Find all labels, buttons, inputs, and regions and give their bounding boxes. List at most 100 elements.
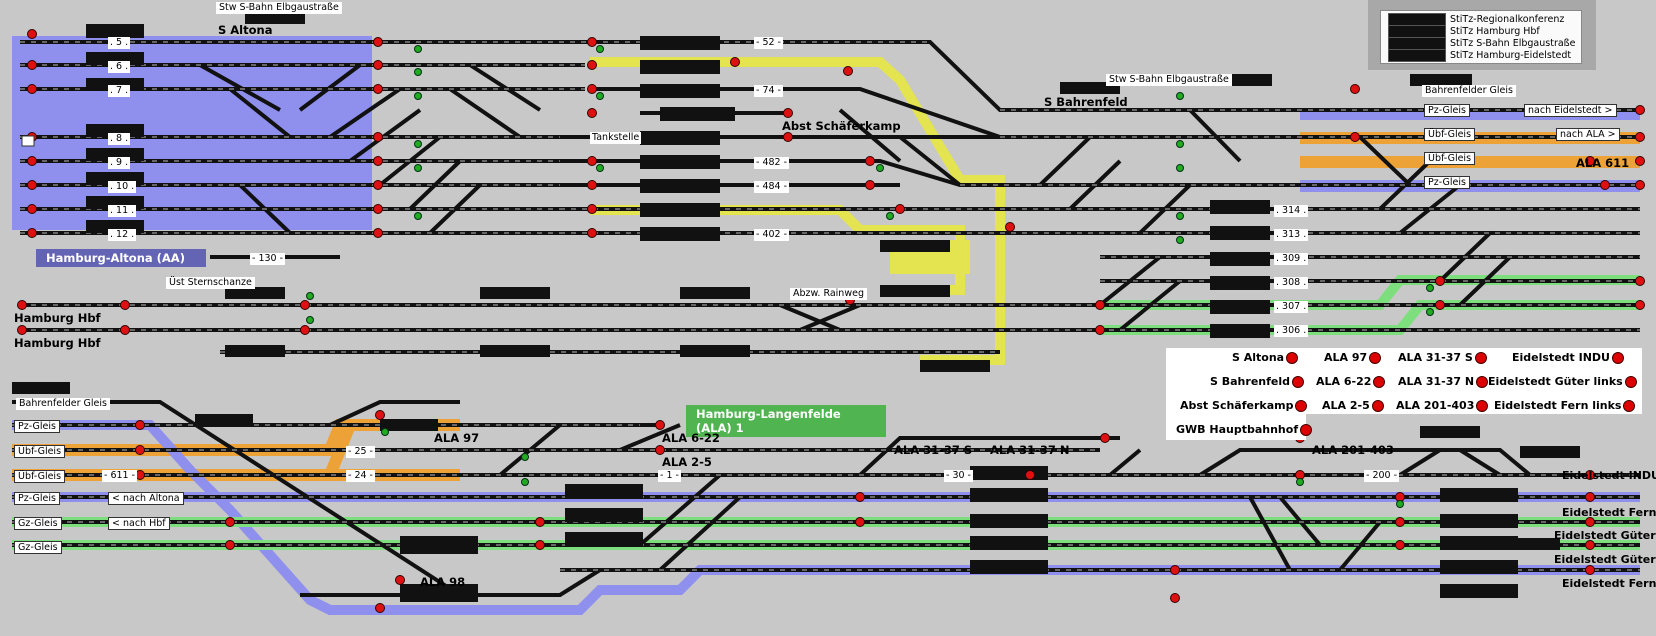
bahrenfelder-gleis-bottom: Bahrenfelder Gleis xyxy=(16,398,110,410)
control-panel-gwb xyxy=(1166,414,1306,440)
left-gleis-label: Pz-Gleis xyxy=(14,492,60,505)
right-gleis-label: Übf-Gleis xyxy=(1424,152,1476,165)
ala-31-37-s-label: ALA 31-37 S xyxy=(894,443,973,457)
legend-label: StiTz Hamburg Hbf xyxy=(1450,26,1540,37)
stw-elbgau-mid: Stw S-Bahn Elbgaustraße xyxy=(1106,74,1232,86)
ctrl-s-altona[interactable]: S Altona xyxy=(1232,351,1299,364)
right-gleis-label: Übf-Gleis xyxy=(1424,128,1476,141)
ctrl-eidelstedt-indu[interactable]: Eidelstedt INDU xyxy=(1512,351,1624,364)
track-label: . 9 . xyxy=(108,157,131,169)
legend-swatch xyxy=(1388,49,1446,62)
track-label: . 6 . xyxy=(108,61,131,73)
s-altona-label: S Altona xyxy=(218,23,273,37)
ctrl-dot xyxy=(1371,400,1384,412)
track-label: . 307 . xyxy=(1274,301,1309,313)
ala-98-label: ALA 98 xyxy=(420,575,466,589)
s-bahrenfeld-label: S Bahrenfeld xyxy=(1044,95,1128,109)
left-gleis-label: < nach Altona xyxy=(108,492,184,505)
right-gleis-label: Pz-Gleis xyxy=(1424,104,1470,117)
signals xyxy=(17,29,1645,613)
left-gleis-label: < nach Hbf xyxy=(108,517,170,530)
hamburg-hbf-label-2: Hamburg Hbf xyxy=(14,336,101,350)
track-label: . 12 . xyxy=(108,229,137,241)
ctrl-abst-schaeferkamp[interactable]: Abst Schäferkamp xyxy=(1180,399,1308,412)
ala-31-37-n-label: ALA 31-37 N xyxy=(990,443,1070,457)
altona-left-labels xyxy=(21,135,35,147)
dest-eidelstedt-gueter-1: Eidelstedt Güter xyxy=(1554,529,1656,542)
ctrl-dot xyxy=(1373,376,1386,388)
right-gleis-label: nach ALA > xyxy=(1556,128,1620,141)
ctrl-s-bahrenfeld[interactable]: S Bahrenfeld xyxy=(1210,375,1304,388)
track-label: . 5 . xyxy=(108,37,131,49)
track-label: - 52 - xyxy=(754,37,783,49)
ala-201-403-label: ALA 201-403 xyxy=(1312,443,1394,457)
dest-eidelstedt-fern-1: Eidelstedt Fern xyxy=(1562,506,1656,519)
track-label: - 74 - xyxy=(754,85,783,97)
signals-green xyxy=(306,45,1434,508)
tankstelle-label: Tankstelle xyxy=(590,132,642,144)
right-gleis-label: nach Eidelstedt > xyxy=(1524,104,1617,117)
track-label: - 402 - xyxy=(754,229,790,241)
ctrl-ala-6-22[interactable]: ALA 6-22 xyxy=(1316,375,1386,388)
track-label: . 309 . xyxy=(1274,253,1309,265)
left-gleis-label: Pz-Gleis xyxy=(14,420,60,433)
ctrl-eidelstedt-fern-links[interactable]: Eidelstedt Fern links xyxy=(1494,399,1636,412)
hamburg-hbf-label-1: Hamburg Hbf xyxy=(14,311,101,325)
stw-elbgau-top: Stw S-Bahn Elbgaustraße xyxy=(216,2,342,14)
track-label: . 7 . xyxy=(108,85,131,97)
track-label: - 24 - xyxy=(346,470,375,482)
abst-schaeferkamp-label: Abst Schäferkamp xyxy=(782,119,901,133)
ctrl-dot xyxy=(1292,376,1304,388)
track-label: - 482 - xyxy=(754,157,790,169)
ctrl-dot xyxy=(1624,376,1637,388)
ctrl-ala-201-403[interactable]: ALA 201-403 xyxy=(1396,399,1489,412)
track-label: - 130 - xyxy=(250,253,286,265)
track-label: . 11 . xyxy=(108,205,137,217)
track-label: - 30 - xyxy=(944,470,973,482)
legend-item[interactable]: StiTz Hamburg-Eidelstedt xyxy=(1388,49,1571,62)
track-label: - 611 - xyxy=(102,470,138,482)
track-label: - 200 - xyxy=(1364,470,1400,482)
ctrl-ala-31-37-n[interactable]: ALA 31-37 N xyxy=(1398,375,1489,388)
ctrl-dot xyxy=(1369,352,1382,364)
dest-eidelstedt-indu: Eidelstedt INDU xyxy=(1562,469,1656,482)
ctrl-dot xyxy=(1623,400,1636,412)
left-gleis-label: Gz-Gleis xyxy=(14,541,62,554)
left-gleis-label: Übf-Gleis xyxy=(14,445,66,458)
abzw-rainweg-label: Abzw. Rainweg xyxy=(790,288,867,300)
track-label: - 1 - xyxy=(658,470,681,482)
left-gleis-label: Übf-Gleis xyxy=(14,470,66,483)
ctrl-dot xyxy=(1286,352,1299,364)
legend-label: StiTz Hamburg-Eidelstedt xyxy=(1450,50,1572,61)
ctrl-dot xyxy=(1300,424,1313,436)
station-box-altona[interactable]: Hamburg-Altona (AA) xyxy=(36,249,206,267)
legend-label: StiTz-Regionalkonferenz xyxy=(1450,14,1565,25)
track-label: . 313 . xyxy=(1274,229,1309,241)
left-gleis-label: Gz-Gleis xyxy=(14,517,62,530)
ctrl-dot xyxy=(1611,352,1624,364)
track-label: . 314 . xyxy=(1274,205,1309,217)
legend-item[interactable]: StiTz S-Bahn Elbgaustraße xyxy=(1388,37,1576,50)
track-label: - 25 - xyxy=(346,446,375,458)
ala-97-label: ALA 97 xyxy=(434,431,480,445)
track-label: . 8 . xyxy=(108,133,131,145)
ctrl-gwb-hauptbahnhof[interactable]: GWB Hauptbahnhof xyxy=(1176,423,1313,436)
ctrl-ala-97[interactable]: ALA 97 xyxy=(1324,351,1382,364)
ctrl-dot xyxy=(1476,376,1489,388)
ctrl-ala-31-37-s[interactable]: ALA 31-37 S xyxy=(1398,351,1487,364)
ctrl-dot xyxy=(1476,400,1489,412)
ala-611-label: ALA 611 xyxy=(1576,156,1630,170)
dest-eidelstedt-fern-2: Eidelstedt Fern xyxy=(1562,577,1656,590)
legend-label: StiTz S-Bahn Elbgaustraße xyxy=(1450,38,1576,49)
ctrl-dot xyxy=(1474,352,1487,364)
ala-2-5-label: ALA 2-5 xyxy=(662,455,712,469)
ala-6-22-label: ALA 6-22 xyxy=(662,431,720,445)
station-box-langenfelde[interactable]: Hamburg-Langenfelde (ALA) 1 xyxy=(686,405,886,437)
control-panel xyxy=(1166,348,1642,414)
ctrl-ala-2-5[interactable]: ALA 2-5 xyxy=(1322,399,1384,412)
ctrl-dot xyxy=(1295,400,1308,412)
ust-sternschanze-label: Üst Sternschanze xyxy=(166,277,255,289)
dest-eidelstedt-gueter-2: Eidelstedt Güter xyxy=(1554,553,1656,566)
ctrl-eidelstedt-gueter-links[interactable]: Eidelstedt Güter links xyxy=(1488,375,1637,388)
